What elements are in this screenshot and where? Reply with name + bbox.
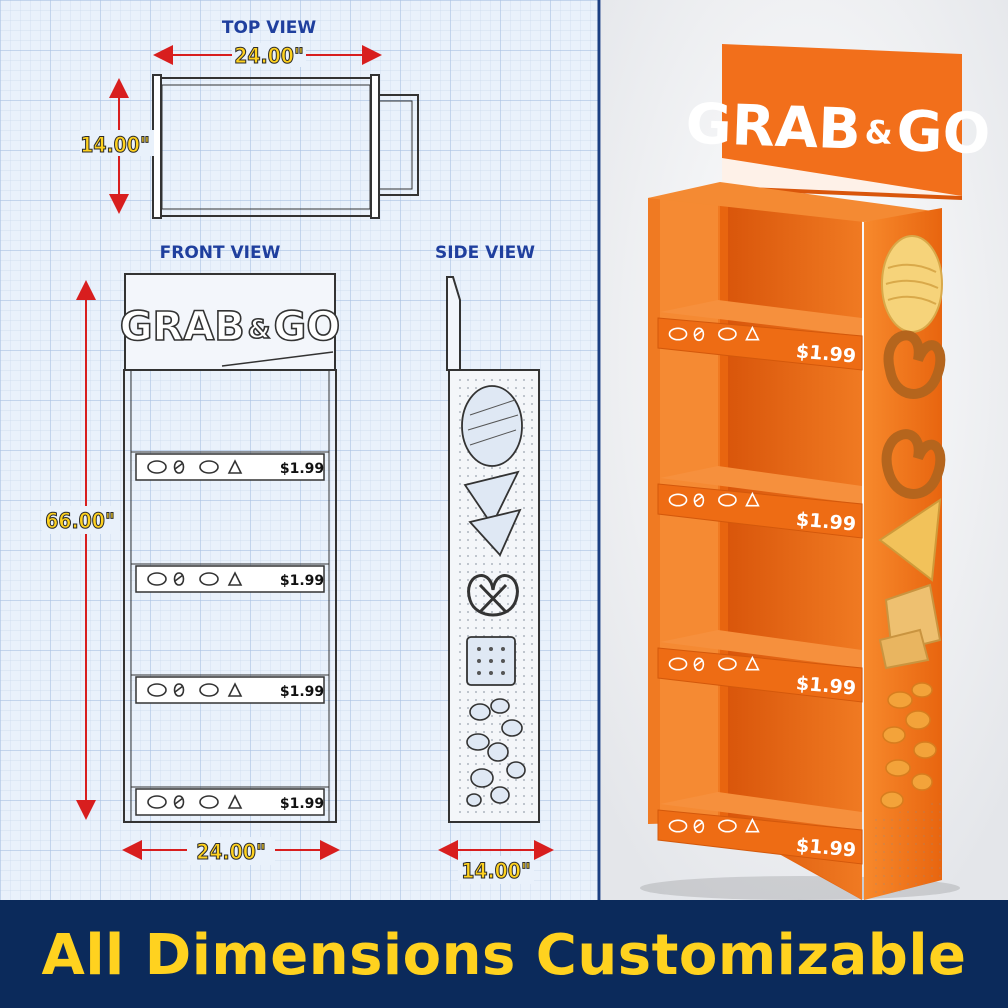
height-label: 66.00" [45,509,115,533]
top-view-drawing [152,74,419,219]
cheese-puff-image [880,682,937,809]
top-depth-label: 14.00" [80,133,150,157]
front-price-label: $1.99 [280,573,324,589]
display-shelf: $1.99 [657,792,863,865]
pretzel-icon [467,574,519,617]
side-view-title: SIDE VIEW [435,243,535,263]
top-width-label: 24.00" [234,44,304,68]
top-view-title: TOP VIEW [222,18,317,38]
pretzel-image [881,330,946,499]
front-shelf: $1.99 [131,674,329,704]
side-view-drawing [446,276,540,823]
side-depth-label: 14.00" [461,859,531,883]
banner-headline: All Dimensions Customizable [41,922,967,988]
tortilla-chip-icon [463,470,520,527]
front-width-label: 24.00" [196,840,266,864]
front-price-label: $1.99 [280,461,324,477]
front-shelf: $1.99 [131,786,329,816]
display-shelf: $1.99 [657,300,863,371]
bottom-banner [0,900,1008,1008]
front-shelf: $1.99 [131,451,329,481]
chip-image [881,235,943,333]
tortilla-chip-image [878,497,942,582]
front-sign-text: GRAB&GO [120,304,341,350]
display-price-label: $1.99 [795,834,857,861]
header-sign [722,44,962,196]
front-price-label: $1.99 [280,796,324,812]
front-view-title: FRONT VIEW [160,243,281,263]
front-shelves: $1.99 $1.99 $1.99 $1.99 [131,451,329,816]
display-price-label: $1.99 [795,672,857,699]
display-shelves: $1.99 $1.99 $1.99 $1.99 [657,300,863,865]
cheese-puff-icon [466,698,526,807]
display-price-label: $1.99 [795,340,857,367]
front-price-label: $1.99 [280,684,324,700]
display-shelf: $1.99 [657,630,863,703]
front-view-drawing: GRAB&GO [119,273,341,823]
display-price-label: $1.99 [795,508,857,535]
chip-icon [461,385,523,467]
display-shelf: $1.99 [657,466,863,539]
header-sign-text: GRAB&GO [685,92,992,168]
front-shelf: $1.99 [131,563,329,593]
